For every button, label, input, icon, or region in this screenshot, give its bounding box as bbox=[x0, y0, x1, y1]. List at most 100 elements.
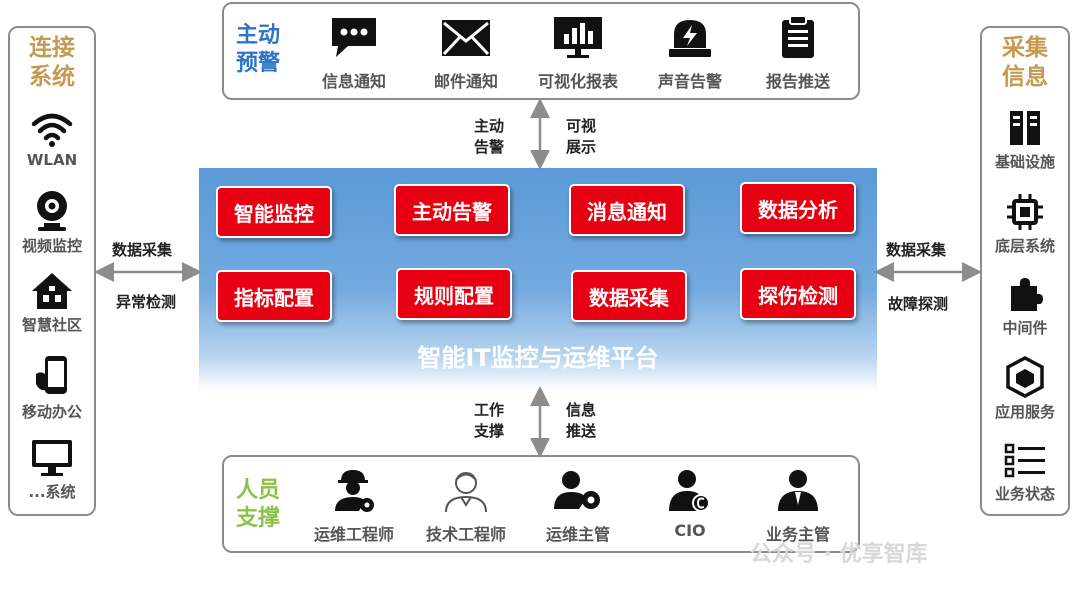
top-item-report-push: 报告推送 bbox=[750, 14, 846, 92]
left-panel-connected-systems: 连接 系统 WLAN 视频监控 智慧社区 bbox=[8, 26, 96, 516]
connector-label-left-data-collection: 数据采集 bbox=[112, 241, 173, 259]
webcam-icon bbox=[37, 191, 67, 231]
top-item-message: 信息通知 bbox=[306, 14, 402, 92]
platform-title: 智能IT监控与运维平台 bbox=[417, 344, 659, 372]
right-item-infrastructure: 基础设施 bbox=[982, 108, 1068, 172]
report-chart-icon bbox=[554, 17, 602, 58]
chip-icon bbox=[1007, 194, 1043, 230]
central-platform: 智能监控 主动告警 消息通知 数据分析 指标配置 规则配置 数据采集 探伤检测 … bbox=[199, 168, 877, 390]
top-item-label: 信息通知 bbox=[321, 72, 386, 91]
top-item-sound-alarm: 声音告警 bbox=[642, 14, 738, 92]
top-item-label: 可视化报表 bbox=[537, 72, 618, 91]
engineer-gear-icon bbox=[335, 470, 374, 512]
module-proactive-alert[interactable]: 主动告警 bbox=[394, 184, 510, 236]
left-title-line-1: 连接 bbox=[29, 35, 75, 61]
watermark: 公众号 · 优享智库 bbox=[750, 542, 928, 567]
bottom-item-label: 运维主管 bbox=[545, 525, 610, 544]
connector-label-line: 主动 bbox=[474, 117, 505, 135]
alarm-siren-icon bbox=[669, 20, 711, 57]
chat-bubble-icon bbox=[332, 18, 376, 57]
right-panel-collect-info: 采集 信息 基础设施 底层系统 中间件 bbox=[980, 26, 1070, 516]
module-data-analysis[interactable]: 数据分析 bbox=[740, 182, 856, 234]
clipboard-icon bbox=[782, 15, 814, 58]
left-item-label: WLAN bbox=[26, 151, 78, 169]
connector-label-anomaly-detection: 异常检测 bbox=[116, 293, 177, 311]
business-manager-icon bbox=[778, 470, 818, 511]
bottom-panel-staff-support: 人员 支撑 运维工程师 技术工程师 运维主管 bbox=[222, 455, 860, 553]
module-smart-monitoring[interactable]: 智能监控 bbox=[216, 186, 332, 238]
top-item-report: 可视化报表 bbox=[530, 14, 626, 92]
bottom-item-label: 业务主管 bbox=[765, 525, 830, 544]
left-item-label: 视频监控 bbox=[21, 237, 82, 255]
top-item-label: 邮件通知 bbox=[433, 72, 498, 91]
top-panel-title: 主动 预警 bbox=[236, 22, 280, 78]
bottom-item-tech-engineer: 技术工程师 bbox=[418, 467, 514, 545]
bottom-item-ops-manager: 运维主管 bbox=[530, 467, 626, 545]
right-panel-title: 采集 信息 bbox=[982, 34, 1068, 92]
module-metric-config[interactable]: 指标配置 bbox=[216, 270, 332, 322]
manager-gear-icon bbox=[554, 471, 600, 509]
right-item-bottom-system: 底层系统 bbox=[982, 192, 1068, 256]
right-item-label: 应用服务 bbox=[994, 403, 1055, 421]
list-icon bbox=[1004, 443, 1045, 478]
right-item-app-service: 应用服务 bbox=[982, 356, 1068, 422]
left-item-label: 移动办公 bbox=[21, 403, 82, 421]
connector-label-visual-display: 可视 展示 bbox=[566, 116, 596, 158]
connector-label-line: 可视 bbox=[566, 117, 597, 135]
left-title-line-2: 系统 bbox=[29, 64, 75, 90]
top-panel-proactive-warning: 主动 预警 信息通知 邮件通知 可视化报表 bbox=[222, 2, 860, 100]
bottom-item-business-manager: 业务主管 bbox=[750, 467, 846, 545]
bottom-item-cio: CIO bbox=[642, 467, 738, 540]
left-item-wlan: WLAN bbox=[10, 110, 94, 169]
connector-label-right-data-collection: 数据采集 bbox=[886, 241, 947, 259]
left-item-video: 视频监控 bbox=[10, 188, 94, 256]
bottom-item-label: 运维工程师 bbox=[313, 525, 394, 544]
module-data-collection[interactable]: 数据采集 bbox=[571, 270, 687, 322]
puzzle-icon bbox=[1011, 278, 1043, 311]
bottom-item-label: 技术工程师 bbox=[425, 525, 506, 544]
module-rule-config[interactable]: 规则配置 bbox=[396, 268, 512, 320]
connector-label-work-support: 工作 支撑 bbox=[474, 400, 504, 442]
cio-icon bbox=[669, 470, 710, 512]
left-item-mobile: 移动办公 bbox=[10, 354, 94, 422]
top-item-label: 声音告警 bbox=[657, 72, 722, 91]
connector-label-info-push: 信息 推送 bbox=[566, 400, 596, 442]
connector-label-line: 展示 bbox=[566, 138, 597, 156]
connector-label-line: 信息 bbox=[566, 401, 597, 419]
community-icon bbox=[32, 273, 72, 309]
module-flaw-detection[interactable]: 探伤检测 bbox=[740, 268, 856, 320]
bottom-item-label: CIO bbox=[674, 521, 706, 540]
right-item-label: 中间件 bbox=[1002, 319, 1048, 337]
right-item-label: 底层系统 bbox=[994, 237, 1055, 255]
connector-label-line: 告警 bbox=[474, 138, 505, 156]
left-item-system: ...系统 bbox=[10, 438, 94, 502]
right-item-label: 基础设施 bbox=[994, 153, 1055, 171]
server-icon bbox=[1010, 111, 1040, 145]
top-item-email: 邮件通知 bbox=[418, 14, 514, 92]
left-item-label: 智慧社区 bbox=[21, 316, 82, 334]
right-title-line-1: 采集 bbox=[1002, 35, 1048, 61]
left-item-label: ...系统 bbox=[28, 483, 76, 501]
connector-label-proactive-alert: 主动 告警 bbox=[474, 116, 504, 158]
top-title-line-1: 主动 bbox=[236, 23, 281, 48]
bottom-panel-title: 人员 支撑 bbox=[236, 477, 280, 533]
bottom-title-line-1: 人员 bbox=[236, 478, 281, 503]
left-panel-title: 连接 系统 bbox=[10, 34, 94, 92]
bottom-item-ops-engineer: 运维工程师 bbox=[306, 467, 402, 545]
monitor-icon bbox=[32, 440, 72, 476]
connector-label-fault-detection: 故障探测 bbox=[888, 295, 949, 313]
right-item-middleware: 中间件 bbox=[982, 274, 1068, 338]
technician-icon bbox=[445, 472, 487, 513]
left-item-community: 智慧社区 bbox=[10, 271, 94, 335]
connector-label-line: 支撑 bbox=[474, 422, 505, 440]
envelope-icon bbox=[442, 20, 490, 56]
right-item-label: 业务状态 bbox=[994, 485, 1055, 503]
connector-label-line: 推送 bbox=[566, 422, 597, 440]
mobile-phone-icon bbox=[36, 356, 67, 394]
connector-label-line: 工作 bbox=[474, 401, 505, 419]
right-item-business-status: 业务状态 bbox=[982, 442, 1068, 504]
top-item-label: 报告推送 bbox=[765, 72, 830, 91]
top-title-line-2: 预警 bbox=[236, 51, 281, 76]
module-message-notification[interactable]: 消息通知 bbox=[569, 184, 685, 236]
